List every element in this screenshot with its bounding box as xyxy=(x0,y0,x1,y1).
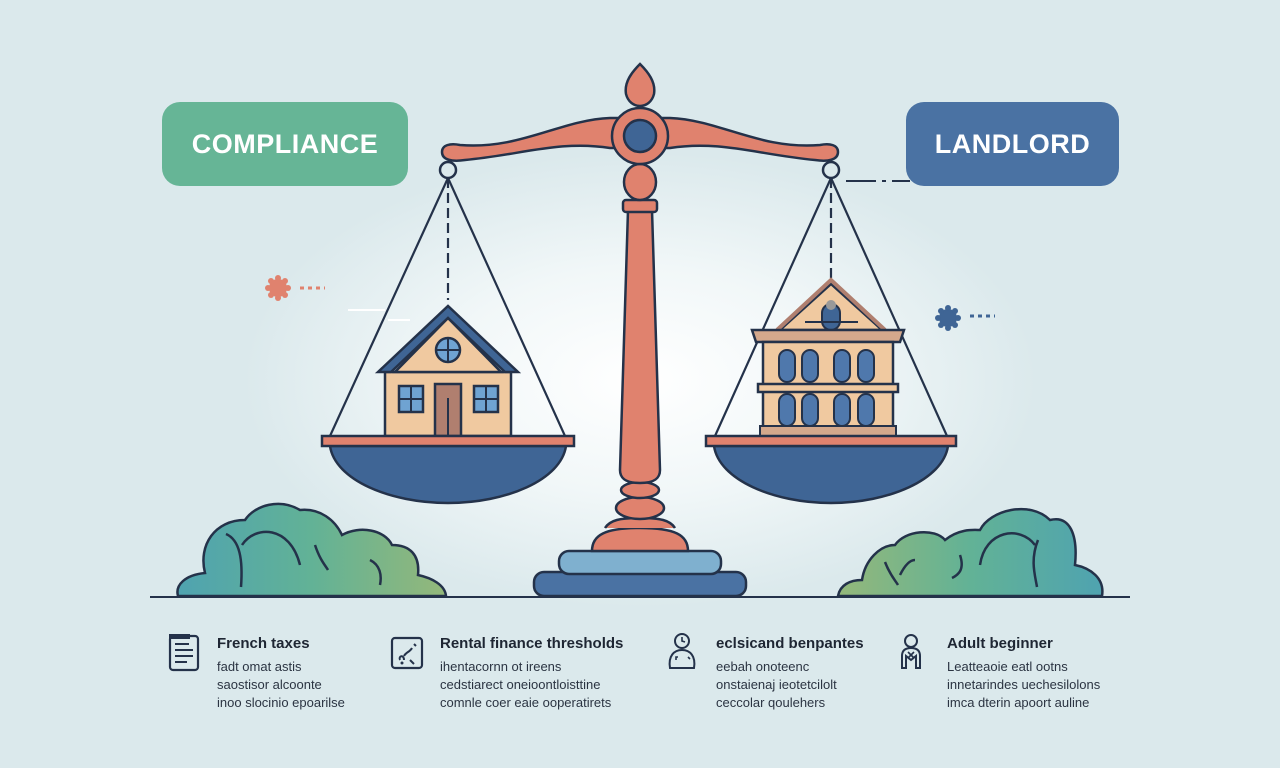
right-pan xyxy=(704,434,958,505)
info-line: innetarindes uechesilolons xyxy=(947,677,1101,692)
person-icon xyxy=(901,634,921,669)
info-line: ceccolar qoulehers xyxy=(716,695,826,710)
info-title: French taxes xyxy=(217,635,310,652)
info-line: cedstiarect oneioontloisttine xyxy=(440,677,601,692)
info-title: Adult beginner xyxy=(947,635,1053,652)
document-icon xyxy=(168,634,200,672)
gear-coral-icon xyxy=(265,275,325,301)
scale-illustration xyxy=(150,62,1130,598)
scale-base xyxy=(532,480,748,598)
info-line: saostisor alcoonte xyxy=(217,677,322,692)
scale-pillar xyxy=(618,208,662,485)
info-line: comnle coer eaie ooperatirets xyxy=(440,695,612,710)
info-title: Rental finance thresholds xyxy=(440,635,624,652)
finial xyxy=(624,62,656,108)
right-pan-strings xyxy=(713,177,949,437)
info-row: French taxes fadt omat astis saostisor a… xyxy=(0,628,1280,728)
bush-left-icon xyxy=(176,502,448,598)
info-item-benefits: eclsicand benpantes eebah onoteenc onsta… xyxy=(666,628,864,712)
apartment-building-icon xyxy=(750,277,906,438)
info-line: inoo slocinio epoarilse xyxy=(217,695,345,710)
info-item-rental-finance: Rental finance thresholds ihentacornn ot… xyxy=(390,628,623,712)
info-line: ihentacornn ot ireens xyxy=(440,659,562,674)
info-line: imca dterin apoort auline xyxy=(947,695,1090,710)
house-icon xyxy=(374,304,522,438)
bush-right-icon xyxy=(836,507,1104,598)
info-line: eebah onoteenc xyxy=(716,659,810,674)
info-line: onstaienaj ieotetcilolt xyxy=(716,677,837,692)
route-icon xyxy=(390,636,424,670)
person-clock-icon xyxy=(668,633,696,669)
left-pan-strings xyxy=(328,177,567,437)
info-title: eclsicand benpantes xyxy=(716,635,864,652)
info-item-adult-beginner: Adult beginner Leatteaoie eatl ootns inn… xyxy=(897,628,1100,712)
info-line: fadt omat astis xyxy=(217,659,302,674)
landlord-label: LANDLORD xyxy=(906,102,1119,186)
info-line: Leatteaoie eatl ootns xyxy=(947,659,1068,674)
info-item-french-taxes: French taxes fadt omat astis saostisor a… xyxy=(167,628,345,712)
gear-blue-icon xyxy=(935,305,995,331)
compliance-label: COMPLIANCE xyxy=(162,102,408,186)
left-pan xyxy=(320,434,576,505)
